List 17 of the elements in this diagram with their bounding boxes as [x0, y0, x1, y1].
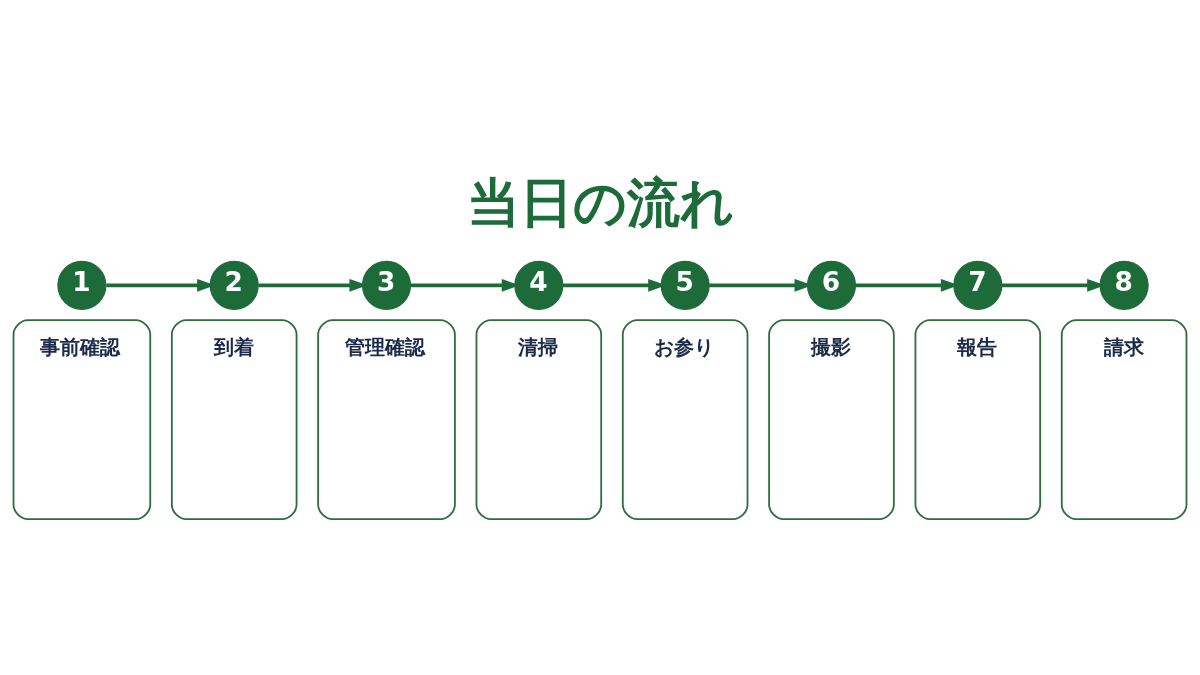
- node-box: 到着: [170, 319, 298, 521]
- node-box: 報告: [914, 319, 1042, 521]
- node-circle: 6: [806, 260, 857, 310]
- node-circle: 2: [209, 260, 259, 310]
- node-box: 請求: [1060, 319, 1188, 521]
- node-circle: 3: [361, 260, 412, 310]
- node-circle: 8: [1099, 260, 1149, 310]
- node-box: 事前確認: [12, 319, 152, 521]
- node-box: 管理確認: [317, 319, 456, 521]
- diagram-title: 当日の流れ: [466, 170, 734, 233]
- node-box: お参り: [621, 319, 749, 521]
- node-circle: 4: [514, 260, 564, 310]
- node-circle: 1: [57, 260, 107, 310]
- node-box: 清掃: [475, 319, 603, 521]
- node-circle: 7: [953, 260, 1003, 310]
- node-box: 撮影: [768, 319, 895, 521]
- node-circle: 5: [660, 260, 710, 310]
